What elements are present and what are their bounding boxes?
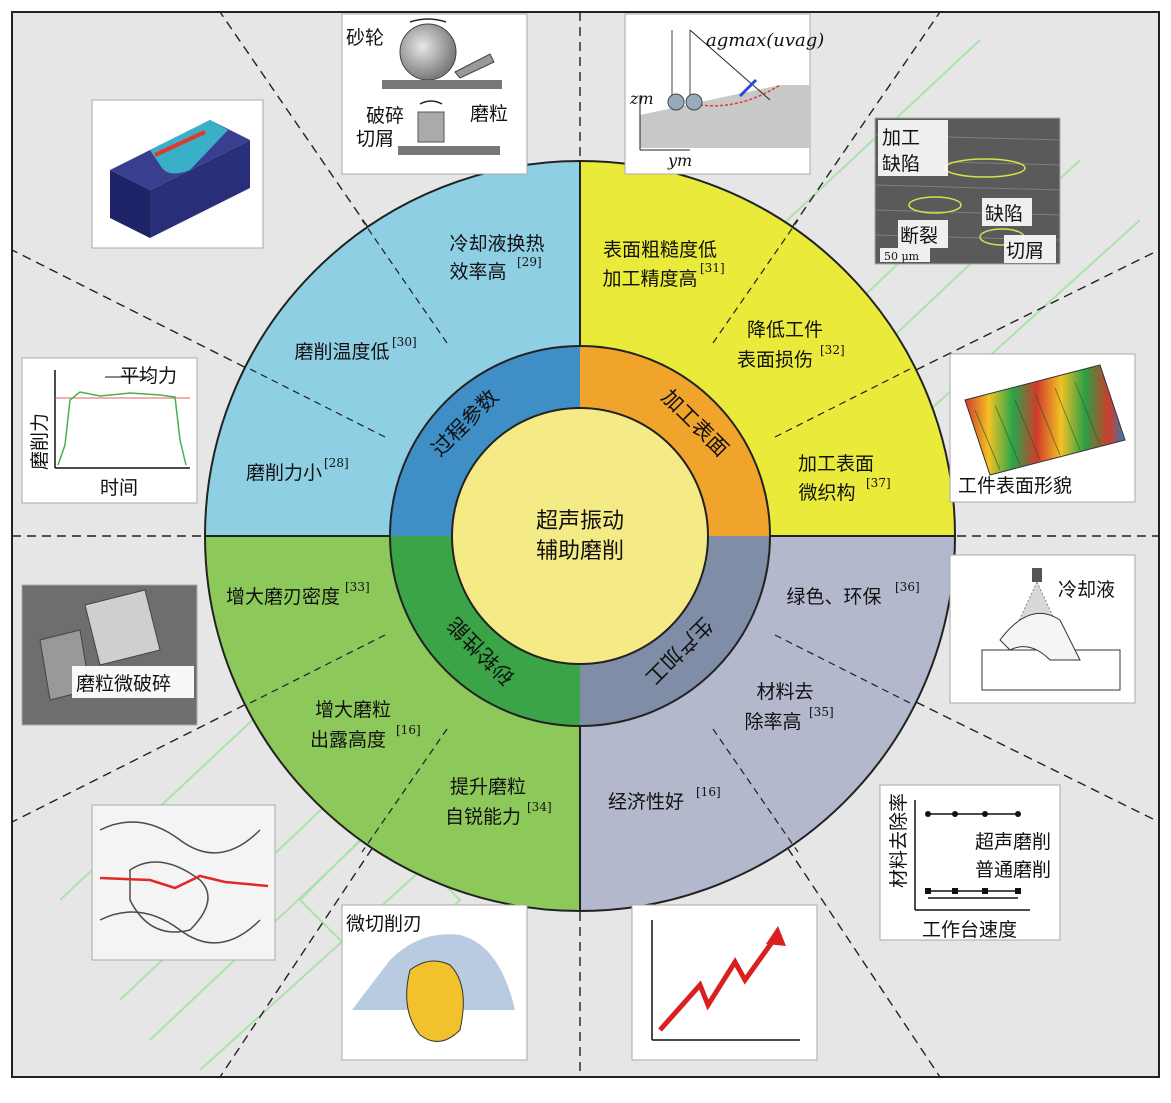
thumb-grinding: 砂轮 破碎 切屑 磨粒 <box>341 13 528 175</box>
surface-item-2-line1: 降低工件 <box>747 319 823 341</box>
surface-item-2-ref: [32] <box>820 343 845 357</box>
grinding-chips-label: 切屑 <box>356 128 394 150</box>
production-item-2-line1: 材料去 <box>756 681 813 703</box>
wheel-item-1-ref: [33] <box>345 580 370 594</box>
surface-item-3-line2: 微织构 <box>798 482 855 504</box>
wheel-item-1: 增大磨刃密度 <box>226 586 340 608</box>
force-ylabel: 磨削力 <box>29 413 51 470</box>
process-items: 冷却液换热 效率高 [29] 磨削温度低 [30] 磨削力小 [28] <box>246 233 545 484</box>
production-item-2-line2: 除率高 <box>744 711 801 733</box>
process-item-1-ref: [29] <box>517 255 542 269</box>
production-item-3: 经济性好 <box>608 791 684 813</box>
surface-item-2-line2: 表面损伤 <box>737 349 813 371</box>
micro-fracture-caption: 磨粒微破碎 <box>76 673 171 695</box>
production-item-2-ref: [35] <box>809 705 834 719</box>
process-item-1-line2: 效率高 <box>449 261 506 283</box>
process-item-1-line1: 冷却液换热 <box>449 233 544 255</box>
surface-item-1-line2: 加工精度高 <box>602 268 697 290</box>
wheel-item-3-line1: 提升磨粒 <box>450 776 526 798</box>
thumb-micro-fracture: 磨粒微破碎 <box>21 584 198 726</box>
wheel-item-3-line2: 自锐能力 <box>445 806 521 828</box>
surface-item-1-line1: 表面粗糙度低 <box>603 239 717 261</box>
center-circle <box>451 407 709 665</box>
production-item-1: 绿色、环保 <box>786 586 881 608</box>
sem-defect-label-2: 缺陷 <box>882 153 920 175</box>
process-item-3-ref: [28] <box>324 456 349 470</box>
mrr-ylabel: 材料去除率 <box>888 793 910 888</box>
thumb-fem-model <box>91 99 264 249</box>
wheel-item-2-line1: 增大磨粒 <box>315 699 391 721</box>
process-item-2: 磨削温度低 <box>294 341 389 363</box>
process-item-3: 磨削力小 <box>246 462 322 484</box>
sem-defect-label-1: 加工 <box>882 127 920 149</box>
production-item-1-ref: [36] <box>895 580 920 594</box>
thumb-rising-chart <box>631 904 818 1061</box>
thumb-surface-topo: 工件表面形貌 <box>949 353 1136 503</box>
center-line2: 辅助磨削 <box>536 539 624 564</box>
grinding-broken-label: 破碎 <box>366 105 404 127</box>
sem-chip-label: 切屑 <box>1006 240 1044 262</box>
coolant-label: 冷却液 <box>1058 579 1115 601</box>
thumb-sem-defects: 加工 缺陷 缺陷 断裂 切屑 50 μm <box>874 117 1061 265</box>
trajectory-formula: agmax(uvag) <box>706 30 824 51</box>
process-item-2-ref: [30] <box>392 335 417 349</box>
surface-item-3-ref: [37] <box>866 476 891 490</box>
thumb-mrr-chart: 材料去除率 工作台速度 超声磨削 普通磨削 <box>879 784 1061 941</box>
mrr-series-2: 普通磨削 <box>975 859 1051 881</box>
thumb-force-chart: 平均力 磨削力 时间 <box>21 357 198 504</box>
surface-item-1-ref: [31] <box>700 261 725 275</box>
surface-topo-caption: 工件表面形貌 <box>958 475 1072 497</box>
production-item-3-ref: [16] <box>696 785 721 799</box>
mrr-xlabel: 工作台速度 <box>922 919 1017 941</box>
force-avg-label: 平均力 <box>120 365 177 387</box>
surface-items: 表面粗糙度低 加工精度高 [31] 降低工件 表面损伤 [32] 加工表面 微织… <box>602 239 890 504</box>
thumb-fracture-surface <box>91 804 276 961</box>
sem-defect-label-3: 缺陷 <box>985 203 1023 225</box>
thumb-micro-edge: 微切削刃 <box>341 904 528 1061</box>
wheel-items: 增大磨刃密度 [33] 增大磨粒 出露高度 [16] 提升磨粒 自锐能力 [34… <box>226 580 552 828</box>
trajectory-y-axis: ym <box>667 151 692 170</box>
center-line1: 超声振动 <box>536 509 624 534</box>
trajectory-z-axis: zm <box>629 89 654 108</box>
surface-item-3-line1: 加工表面 <box>798 453 874 475</box>
thumb-trajectory: agmax(uvag) zm ym <box>624 13 824 175</box>
thumb-coolant: 冷却液 <box>949 554 1136 704</box>
sem-scale-label: 50 μm <box>884 250 920 263</box>
wheel-item-2-ref: [16] <box>396 723 421 737</box>
grinding-grain-label: 磨粒 <box>470 103 508 125</box>
force-xlabel: 时间 <box>100 477 138 499</box>
wheel-item-2-line2: 出露高度 <box>310 729 386 751</box>
grinding-wheel-label: 砂轮 <box>346 27 384 49</box>
sem-fracture-label: 断裂 <box>900 225 938 247</box>
wheel-item-3-ref: [34] <box>527 800 552 814</box>
micro-edge-label: 微切削刃 <box>346 913 422 935</box>
production-items: 绿色、环保 [36] 材料去 除率高 [35] 经济性好 [16] <box>608 580 920 813</box>
mrr-series-1: 超声磨削 <box>975 831 1051 853</box>
